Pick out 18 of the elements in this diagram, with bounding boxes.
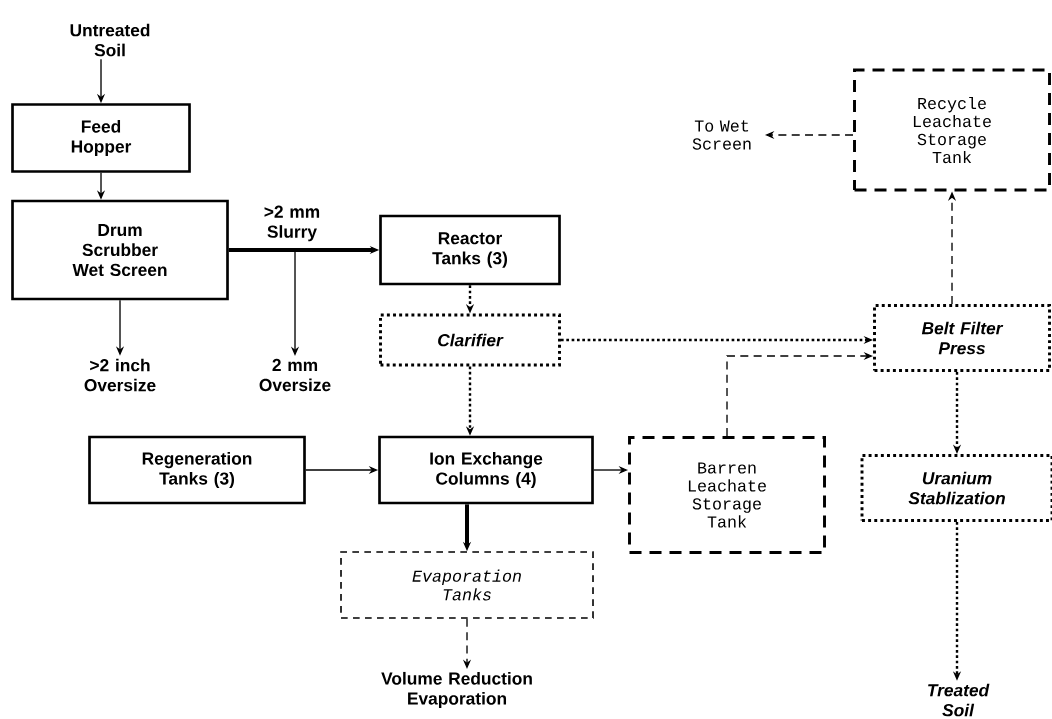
- process-box: Feed Hopper: [11, 103, 191, 173]
- stream-label: Volume Reduction Evaporation: [381, 671, 532, 709]
- process-box: Regeneration Tanks (3): [88, 435, 306, 505]
- process-box: Uranium Stablization: [860, 454, 1052, 522]
- process-box: Drum Scrubber Wet Screen: [11, 199, 229, 301]
- stream-label: >2 inch Oversize: [84, 358, 156, 392]
- storage-tank-box: Recycle Leachate Storage Tank: [853, 68, 1051, 192]
- process-box: Belt Filter Press: [873, 304, 1051, 372]
- process-box: Ion Exchange Columns (4): [378, 435, 594, 505]
- stream-label: To Wet Screen: [692, 120, 751, 150]
- storage-tank-box: Barren Leachate Storage Tank: [628, 436, 826, 554]
- edge-label: >2 mm Slurry: [264, 205, 320, 242]
- stream-label: Treated Soil: [928, 683, 990, 717]
- stream-label: 2 mm Oversize: [259, 358, 331, 392]
- process-box: Clarifier: [379, 313, 561, 367]
- stream-label: Untreated Soil: [70, 23, 150, 57]
- process-box: Reactor Tanks (3): [379, 214, 561, 286]
- process-box: Evaporation Tanks: [340, 551, 594, 619]
